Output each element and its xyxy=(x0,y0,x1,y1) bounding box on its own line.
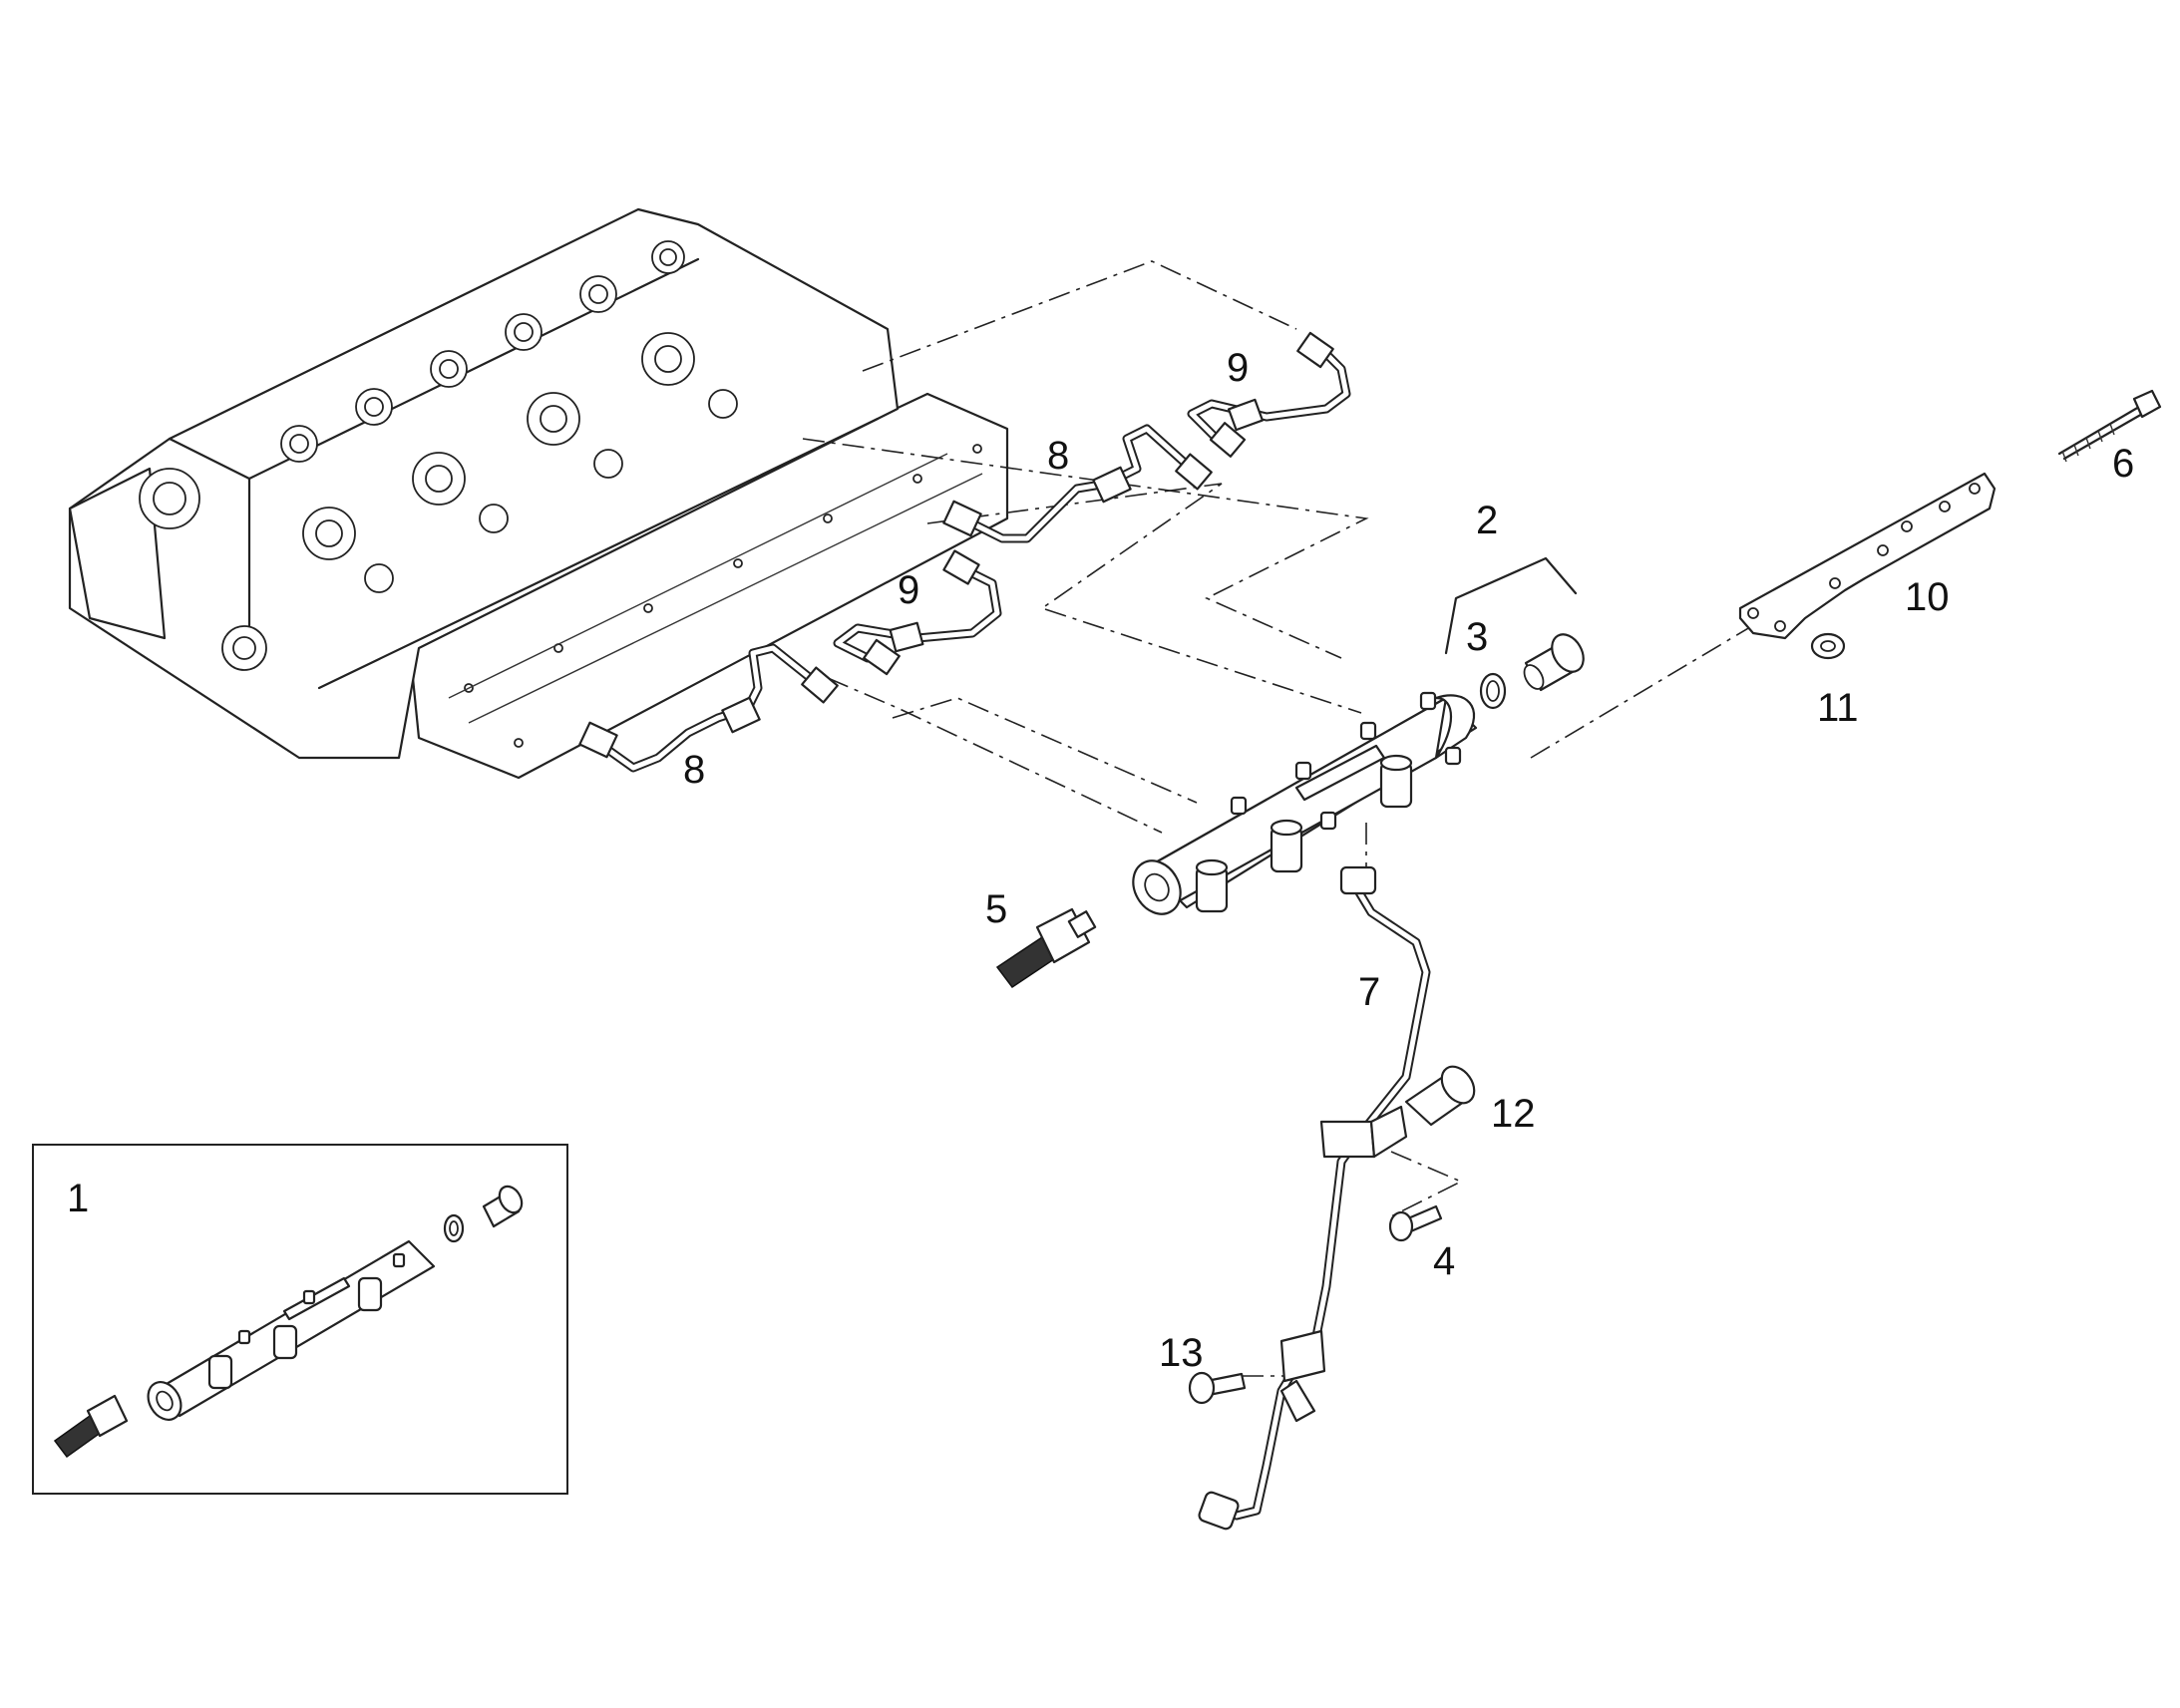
hex-nut xyxy=(1810,632,1846,660)
fuel-pipe-9-lower xyxy=(833,549,1002,676)
pressure-relief-plug xyxy=(1523,633,1585,692)
label-8-lower: 8 xyxy=(683,748,705,792)
mounting-bracket xyxy=(1738,472,1997,640)
fuel-pipe-8-upper xyxy=(942,424,1213,543)
label-6: 6 xyxy=(2112,442,2134,486)
label-2: 2 xyxy=(1476,499,1498,542)
label-1: 1 xyxy=(67,1177,89,1220)
label-9-lower: 9 xyxy=(898,568,919,612)
bolt-13 xyxy=(1188,1371,1247,1405)
label-5: 5 xyxy=(985,887,1007,931)
label-3: 3 xyxy=(1466,615,1488,659)
fuel-pipe-7 xyxy=(1198,865,1431,1531)
assembly-bracket xyxy=(1444,556,1578,655)
label-12: 12 xyxy=(1491,1092,1536,1136)
label-13: 13 xyxy=(1159,1331,1204,1375)
part-labels: 1 2 3 4 5 6 7 8 8 9 9 10 11 12 13 xyxy=(67,346,2134,1375)
label-8-upper: 8 xyxy=(1047,434,1069,478)
label-11: 11 xyxy=(1817,686,1859,730)
head-bosses xyxy=(139,240,738,671)
label-4: 4 xyxy=(1433,1239,1455,1283)
fuel-rail xyxy=(1132,691,1478,915)
fuel-pipe-8-lower xyxy=(578,643,839,773)
label-7: 7 xyxy=(1358,970,1380,1014)
long-bolt xyxy=(2057,389,2162,463)
fuel-pipe-9-upper xyxy=(1187,331,1351,458)
label-10: 10 xyxy=(1905,575,1950,619)
pressure-sensor xyxy=(995,907,1097,989)
bolt-4 xyxy=(1388,1204,1443,1242)
label-9-upper: 9 xyxy=(1227,346,1249,390)
rail-kit-inset xyxy=(32,1144,568,1495)
cylinder-head xyxy=(68,207,1009,780)
o-ring xyxy=(1479,672,1507,710)
spacer xyxy=(1404,1065,1476,1127)
